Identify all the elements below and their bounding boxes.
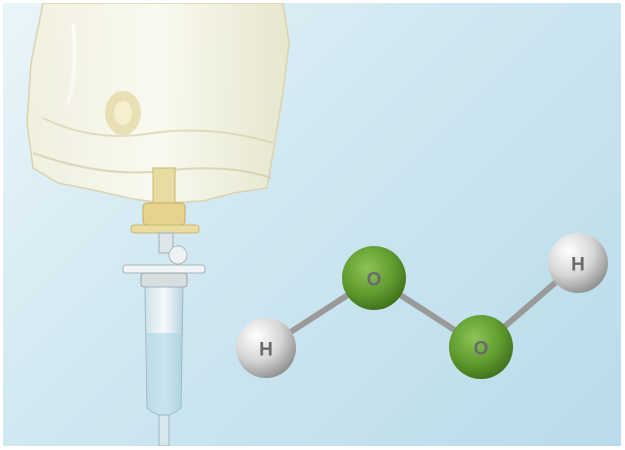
- connector-flange: [130, 224, 200, 234]
- bonds: [263, 260, 581, 351]
- chamber-cap: [140, 272, 188, 288]
- molecule: H O O H: [236, 233, 608, 379]
- atom-o1: O: [342, 246, 406, 310]
- bag-fold: [42, 117, 274, 144]
- scene: H O O H: [26, 3, 608, 446]
- atom-label: H: [571, 255, 585, 276]
- atom-h1: H: [236, 318, 296, 378]
- connector-collar: [142, 202, 186, 226]
- bag-highlight: [66, 22, 77, 104]
- oxygen-sphere: [449, 315, 513, 379]
- oxygen-sphere: [342, 246, 406, 310]
- atom-h2: H: [548, 233, 608, 293]
- chamber-fluid: [147, 333, 181, 416]
- hydrogen-sphere: [548, 233, 608, 293]
- spike-connector: [130, 167, 200, 234]
- photo-frame: H O O H: [3, 3, 621, 446]
- hydrogen-sphere: [236, 318, 296, 378]
- chamber-plate: [122, 264, 206, 274]
- iv-tube: [158, 414, 170, 446]
- connector-neck: [152, 167, 176, 209]
- iv-bag-body: [26, 3, 290, 204]
- atom-label: H: [259, 340, 273, 361]
- atom-label: O: [367, 270, 382, 291]
- atom-label: O: [474, 339, 489, 360]
- clamp-wheel: [168, 245, 188, 265]
- atom-o2: O: [449, 315, 513, 379]
- drip-chamber: [122, 232, 206, 446]
- chamber-neck: [158, 232, 174, 254]
- bag-port-inner: [114, 101, 132, 125]
- iv-bag: [26, 3, 290, 204]
